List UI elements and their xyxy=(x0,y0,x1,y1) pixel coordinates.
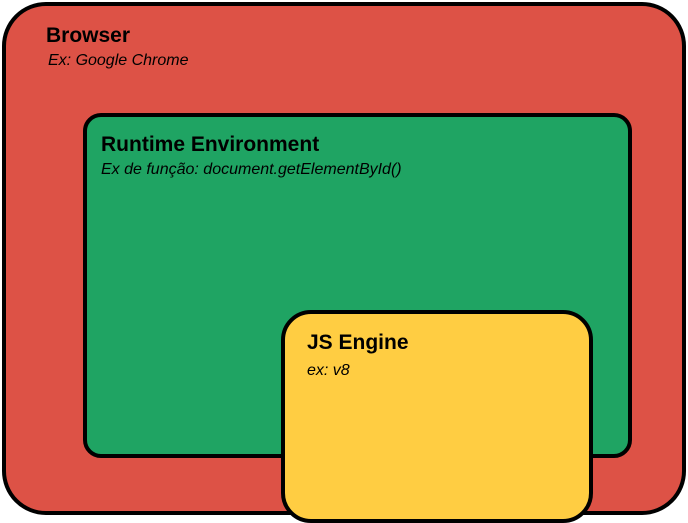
js-engine-example: ex: v8 xyxy=(307,362,350,379)
runtime-environment-box: Runtime Environment Ex de função: docume… xyxy=(83,113,632,523)
js-engine-title: JS Engine xyxy=(307,331,409,354)
browser-title: Browser xyxy=(46,24,131,47)
js-engine-box: JS Engine ex: v8 xyxy=(281,310,593,523)
browser-example: Ex: Google Chrome xyxy=(48,52,189,69)
runtime-environment-example: Ex de função: document.getElementById() xyxy=(101,161,402,178)
runtime-environment-title: Runtime Environment xyxy=(101,133,320,156)
